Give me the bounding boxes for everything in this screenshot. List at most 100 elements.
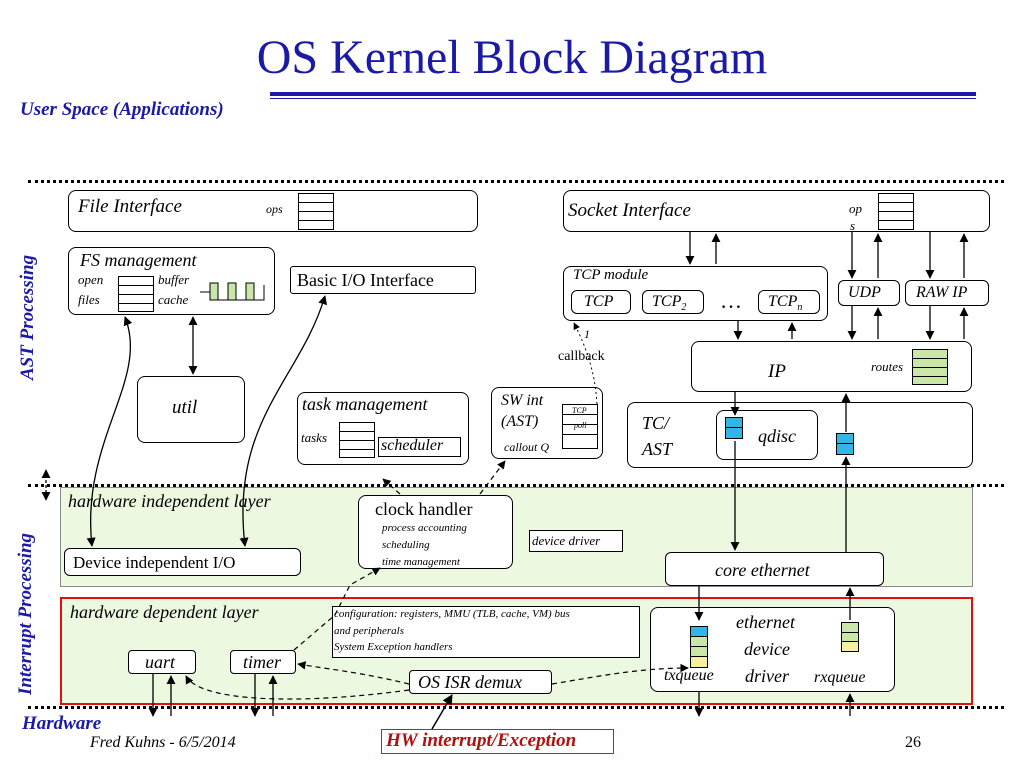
page-number: 26 [905,734,921,751]
raw-ip-box [905,280,989,306]
os-isr-demux-label: OS ISR demux [418,672,522,692]
util-box [137,376,245,443]
arrow-hw-isr [431,694,453,730]
device-independent-io-box [64,548,301,576]
arrow-isr-ethernet [551,663,689,685]
tcp-poll-poll-label: poll [574,421,587,430]
rx-qdisc-queue-icon [836,433,854,455]
arrow-poll-callback [573,322,598,405]
arrow-clock-scheduler [382,478,401,495]
socket-interface-label: Socket Interface [568,200,691,221]
cache-label: cache [158,292,189,307]
callback-number: 1 [584,327,590,341]
device-driver-box [529,530,623,552]
qdisc-label: qdisc [758,426,796,446]
arrow-fs-devio [86,316,133,547]
routes-label: routes [871,359,904,374]
scheduler-box [378,437,461,457]
ast-label: AST [642,439,673,459]
configuration-box [332,606,640,658]
socket-ops-label-b: s [850,218,856,233]
file-ops-label: ops [266,202,283,216]
qdisc-queue-icon [725,417,743,439]
tcp-ellipsis: … [720,288,742,313]
driver-label: driver [745,666,789,686]
sw-int-label: SW int [501,392,544,409]
udp-label: UDP [848,284,881,301]
tcp-poll-tcp-label: TCP [572,406,587,415]
core-ethernet-box [665,552,884,586]
scheduling-label: scheduling [382,539,430,551]
sw-int-ast-label: (AST) [501,413,539,430]
sw-int-box [491,387,603,459]
uart-box [128,650,196,674]
buffer-label: buffer [158,272,190,287]
device-independent-io-label: Device independent I/O [73,553,236,572]
clock-handler-label: clock handler [375,499,473,519]
process-accounting-label: process accounting [382,522,467,534]
arrow-clock-swint [479,460,506,495]
tcp-poll-queue [562,404,598,449]
txqueue-label: txqueue [664,667,714,684]
arrow-isr-uart [185,675,410,700]
tcp-box [571,290,631,314]
fs-management-label: FS management [80,250,197,270]
tcp-label: TCP [584,293,614,310]
separator-hardware [28,706,1004,709]
callback-label: callback [558,349,605,364]
socket-ops-table-icon [878,193,914,230]
tcp2-label: TCP2 [652,293,687,314]
task-management-label: task management [302,394,428,414]
file-interface-label: File Interface [78,196,182,217]
socket-interface-box [563,190,990,232]
clock-handler-box [358,495,513,569]
scheduler-label: scheduler [381,437,444,454]
separator-ast-interrupt [28,484,1004,487]
tasks-table-icon [339,422,375,458]
udp-box [838,280,900,306]
os-isr-demux-box [409,670,552,694]
files-label: files [78,292,100,307]
tc-label: TC/ [642,413,670,433]
basic-io-label: Basic I/O Interface [297,270,434,290]
raw-ip-label: RAW IP [916,284,968,301]
open-label: open [78,272,104,287]
timer-label: timer [243,652,281,672]
device-driver-label: device driver [532,533,601,548]
core-ethernet-label: core ethernet [715,560,810,580]
socket-ops-label-a: op [849,201,862,216]
txqueue-icon [690,626,708,668]
file-interface-box [68,190,478,232]
separator-user-kernel [28,180,1004,183]
ip-label: IP [768,361,786,382]
hw-dependent-label: hardware dependent layer [70,602,259,622]
configuration-line3: System Exception handlers [334,641,453,653]
uart-label: uart [145,652,176,672]
arrow-timer-clock [293,567,381,651]
hw-interrupt-label: HW interrupt/Exception [386,730,577,751]
routes-table-icon [912,349,948,385]
device-label: device [744,639,790,659]
open-files-table-icon [118,276,154,312]
page-title: OS Kernel Block Diagram [256,31,768,84]
configuration-line2: and peripherals [334,625,404,637]
hw-interrupt-box [381,729,614,754]
util-label: util [172,397,198,418]
configuration-line1: configuration: registers, MMU (TLB, cach… [334,608,570,620]
footer-author: Fred Kuhns - 6/5/2014 [90,734,236,751]
title-rule-thin [270,98,976,99]
tcpn-box [758,290,820,314]
tcp-module-label: TCP module [573,267,649,283]
title-rule-thick [270,92,976,96]
rxqueue-icon [841,622,859,652]
tcpn-label: TCPn [768,293,803,314]
hardware-label: Hardware [22,713,102,734]
callout-q-label: callout Q [504,440,549,454]
tcp2-box [642,290,704,314]
ethernet-label: ethernet [736,612,795,632]
user-space-label: User Space (Applications) [20,99,224,120]
timer-box [230,650,296,674]
arrow-isr-timer [297,661,410,685]
arrow-basicio-devio [239,295,328,547]
file-ops-table-icon [298,193,334,230]
